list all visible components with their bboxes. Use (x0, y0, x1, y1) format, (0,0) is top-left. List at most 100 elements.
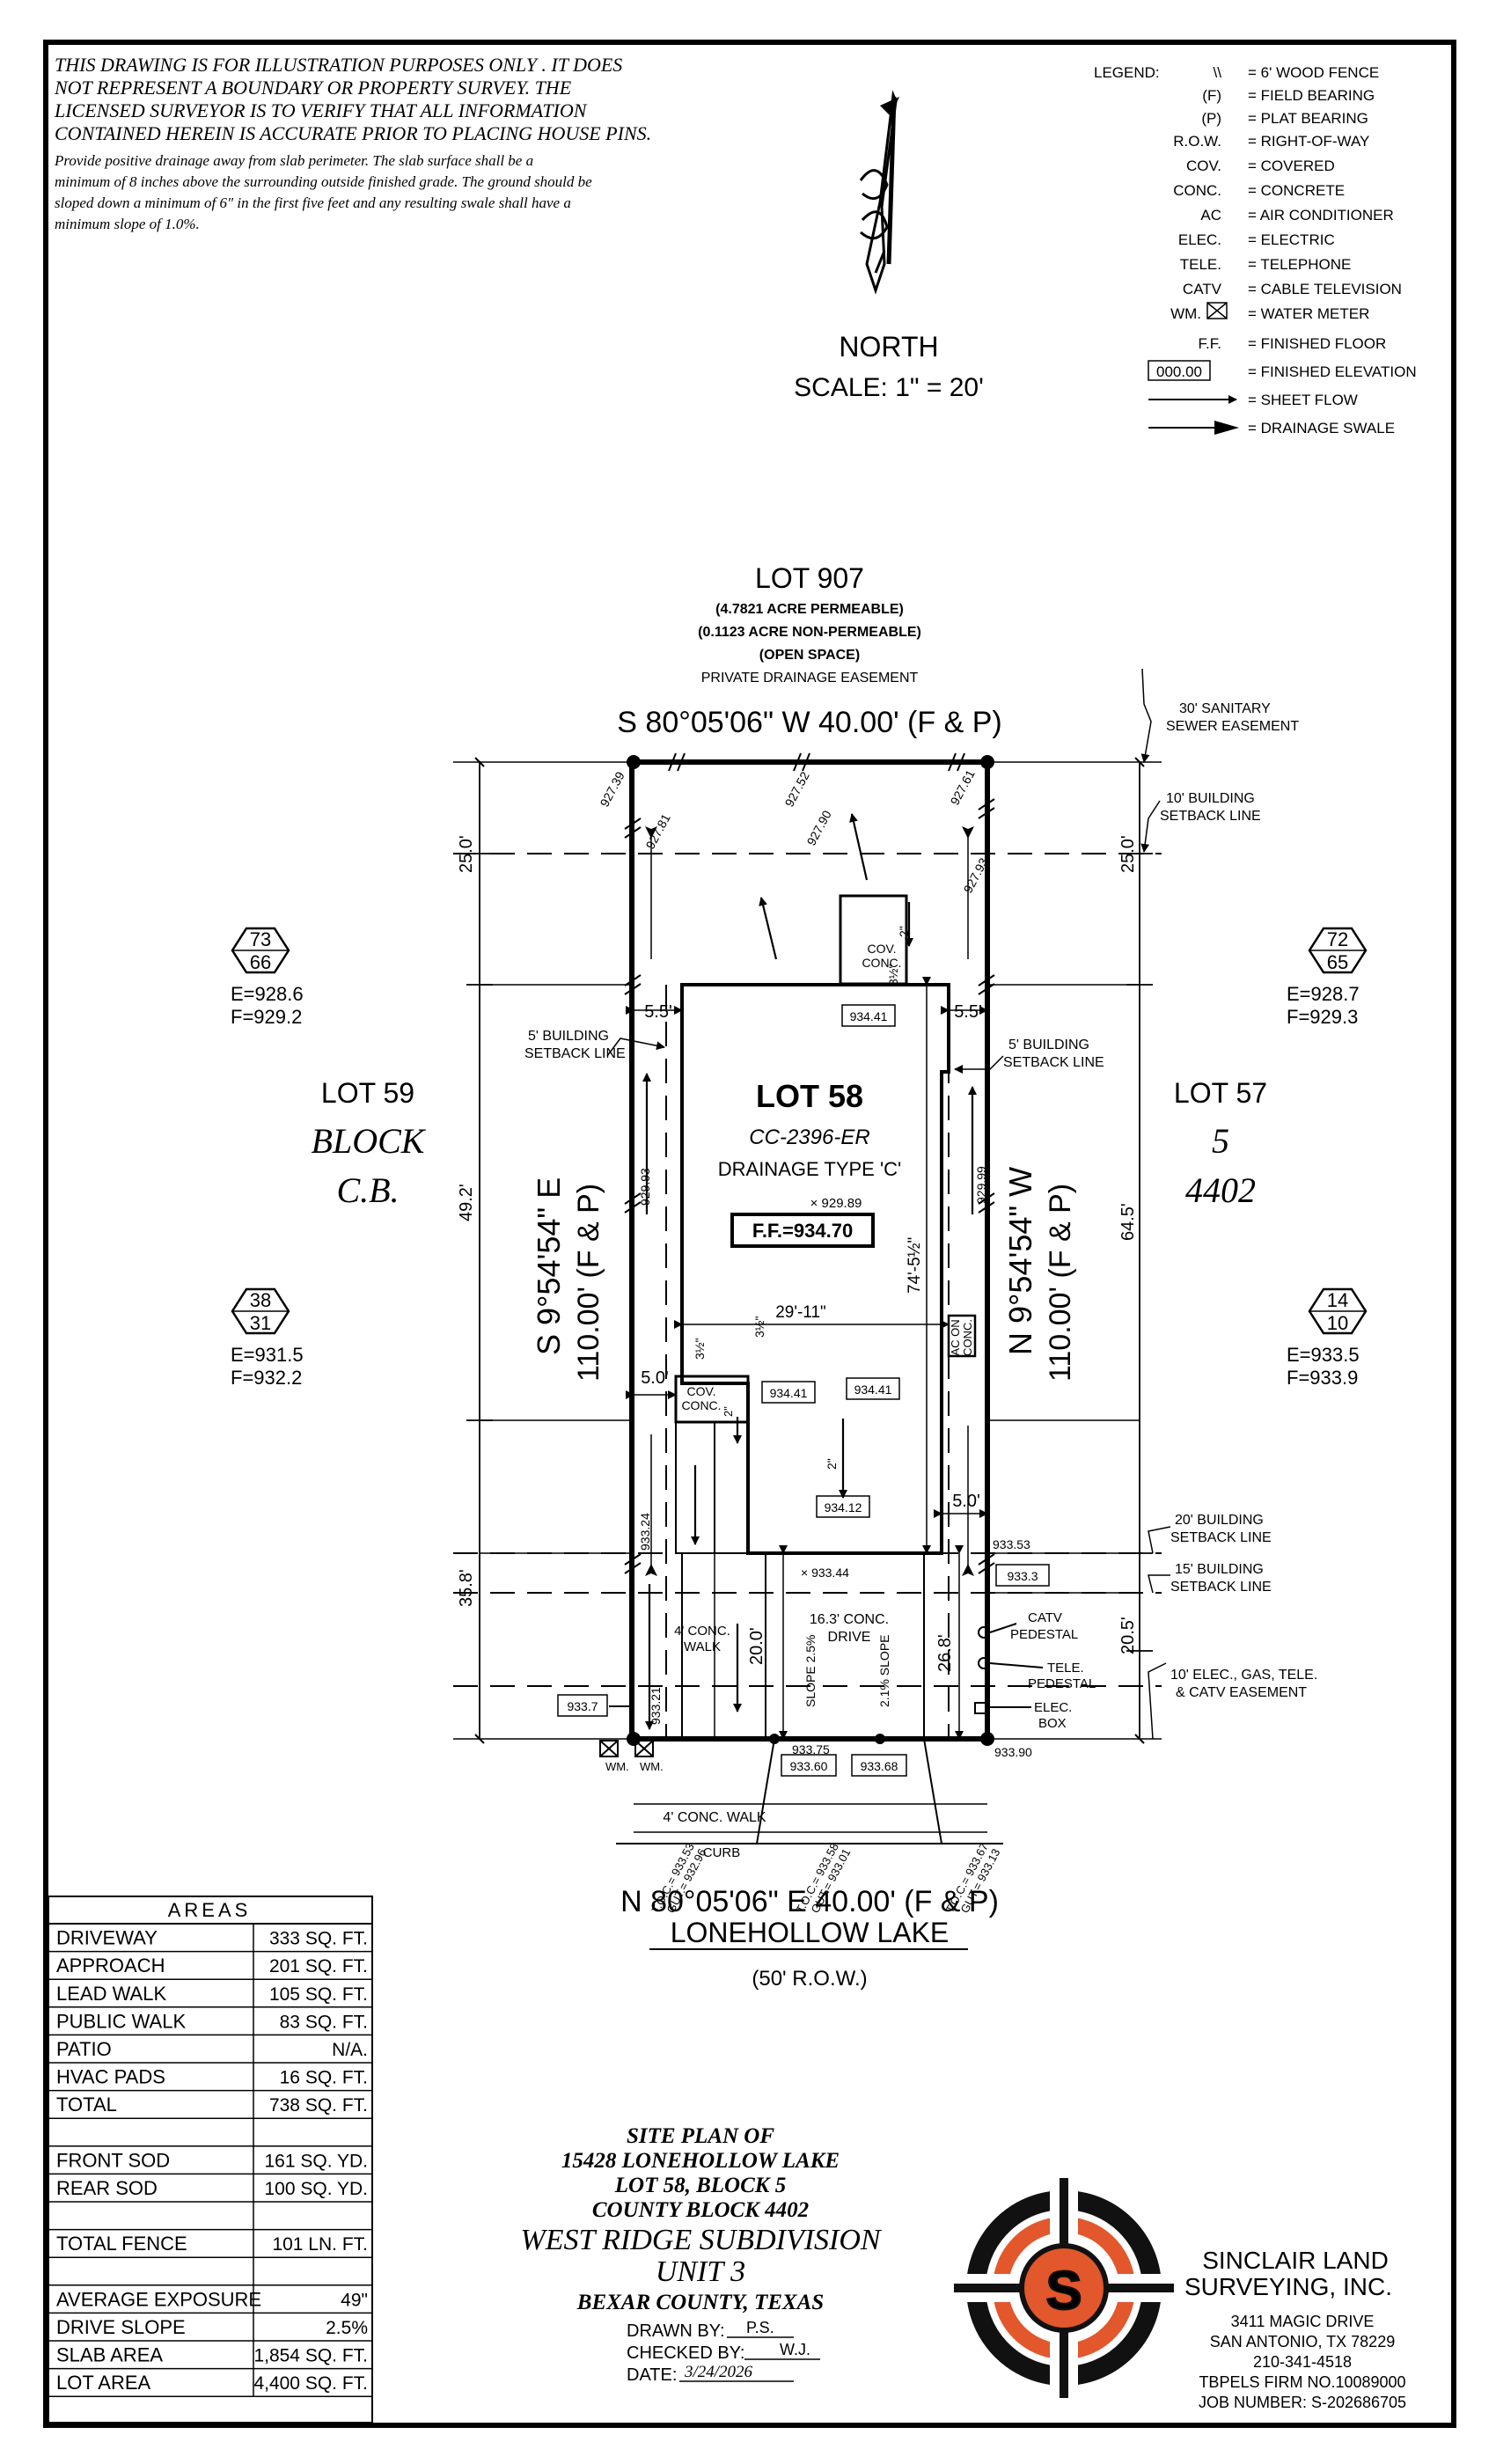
property-corner-pins (627, 755, 994, 1746)
company-logo: S (954, 2178, 1174, 2398)
lot-59-label: LOT 59 (321, 1077, 414, 1109)
areas-row-label: PUBLIC WALK (56, 2010, 186, 2032)
disclaimer-line-1: THIS DRAWING IS FOR ILLUSTRATION PURPOSE… (55, 54, 622, 76)
areas-row-value: N/A. (332, 2040, 368, 2060)
curb-label: CURB (703, 1845, 741, 1860)
hex-br-e: E=933.5 (1287, 1344, 1360, 1366)
legend-row: = DRAINAGE SWALE (1148, 420, 1395, 436)
legend-key: CONC. (1173, 182, 1221, 199)
lot-907-label: LOT 907 (4.7821 ACRE PERMEABLE) (0.1123 … (698, 562, 921, 686)
elev-933-21: 933.21 (649, 1687, 663, 1725)
dim-5-5-right: 5.5' (954, 1002, 982, 1022)
legend-key: \\ (1214, 64, 1222, 81)
areas-row-value: 83 SQ. FT. (280, 2012, 368, 2032)
lot-907-permeable: (4.7821 ACRE PERMEABLE) (715, 602, 904, 617)
tele-pedestal-2: PEDESTAL (1028, 1676, 1096, 1691)
hex-marker-top-left: 73 66 E=928.6 F=929.2 (231, 927, 304, 1028)
areas-row-value: 2.5% (326, 2318, 368, 2338)
legend-row: TELE.= TELEPHONE (1180, 256, 1352, 273)
hex-br-bottom: 10 (1327, 1312, 1348, 1334)
drainage-note-1: Provide positive drainage away from slab… (54, 152, 533, 169)
street-name: LONEHOLLOW LAKE (671, 1917, 950, 1948)
company-firm-number: TBPELS FIRM NO.10089000 (1199, 2373, 1405, 2391)
areas-row-value: 333 SQ. FT. (269, 1929, 368, 1949)
hex-br-top: 14 (1327, 1289, 1348, 1311)
utility-easement-line-1: 10' ELEC., GAS, TELE. (1170, 1668, 1317, 1683)
tele-pedestal-1: TELE. (1047, 1661, 1084, 1676)
boxed-elevations (557, 1004, 1050, 1777)
company-phone: 210-341-4518 (1253, 2353, 1352, 2371)
sanitary-easement-line-2: SEWER EASEMENT (1166, 719, 1299, 734)
hex-tr-bottom: 65 (1327, 951, 1348, 973)
lot-58-drainage-type: DRAINAGE TYPE 'C' (718, 1158, 901, 1180)
areas-row-value: 4,400 SQ. FT. (253, 2373, 368, 2394)
ac-pad-label-1: AC ON (949, 1319, 962, 1355)
areas-row-value: 16 SQ. FT. (280, 2068, 368, 2088)
street-row: (50' R.O.W.) (752, 1967, 867, 1991)
legend-key: CATV (1183, 281, 1222, 297)
legend-key: (F) (1202, 87, 1221, 104)
elev-927-39: 927.39 (598, 769, 627, 810)
elev-933-75: 933.75 (792, 1742, 830, 1756)
cov-conc-left-1: COV. (687, 1384, 716, 1398)
dim-25-left: 25.0' (457, 835, 476, 873)
legend-row: 000.00= FINISHED ELEVATION (1148, 360, 1417, 381)
sheet-flow-arrows (642, 813, 977, 1730)
lot-58-boundary (629, 759, 990, 1742)
dim-3-5-b: 3½" (693, 1338, 707, 1360)
hex-marker-top-right: 72 65 E=928.7 F=929.3 (1287, 927, 1368, 1028)
fence-symbols (624, 752, 995, 1574)
county-block-number: 4402 (1185, 1170, 1256, 1210)
areas-row-label: AVERAGE EXPOSURE (56, 2288, 261, 2310)
legend-value: = COVERED (1248, 158, 1335, 174)
ac-pad-label-2: CONC. (961, 1319, 974, 1356)
legend-title: LEGEND: (1094, 64, 1160, 81)
areas-row (48, 2202, 372, 2231)
elev-929-93: 929.93 (638, 1168, 652, 1206)
water-meter-label-1: WM. (605, 1760, 629, 1773)
drive-slope-left: SLOPE 2.5% (803, 1635, 818, 1708)
county-state: BEXAR COUNTY, TEXAS (576, 2291, 824, 2314)
legend-row: CONC.= CONCRETE (1173, 182, 1345, 199)
dim-49-left: 49.2' (457, 1184, 476, 1221)
drainage-note-4: minimum slope of 1.0%. (55, 216, 200, 232)
drainage-swale-arrows (645, 826, 974, 1576)
legend-value: = ELECTRIC (1248, 231, 1335, 248)
legend-value: = RIGHT-OF-WAY (1248, 133, 1369, 150)
easement-leaders (606, 668, 1171, 1740)
south-boundary-bearing: N 80°05'06" E 40.00' (F & P) (620, 1885, 999, 1918)
date-label: DATE: (627, 2365, 677, 2385)
lot-57-label: LOT 57 (1174, 1077, 1267, 1109)
subdivision-unit: UNIT 3 (656, 2255, 745, 2288)
hex-bl-f: F=932.2 (231, 1367, 302, 1389)
logo-letter: S (1045, 2261, 1082, 2321)
disclaimer-line-4: CONTAINED HEREIN IS ACCURATE PRIOR TO PL… (55, 122, 651, 144)
legend-value: = FIELD BEARING (1248, 87, 1375, 104)
dim-5-0-left: 5.0' (641, 1368, 669, 1388)
legend-value: = TELEPHONE (1248, 256, 1351, 273)
areas-row-label: TOTAL FENCE (56, 2233, 187, 2255)
elev-933-24: 933.24 (638, 1513, 652, 1551)
legend-row: AC= AIR CONDITIONER (1200, 207, 1393, 224)
elev-929-99: 929.99 (974, 1166, 988, 1204)
areas-row: PUBLIC WALK 83 SQ. FT. (48, 2006, 372, 2036)
finished-floor-elevation: F.F.=934.70 (752, 1220, 853, 1242)
slope-2in-b: 2" (825, 1458, 839, 1470)
building-setback-5-left-line-1: 5' BUILDING (528, 1029, 609, 1044)
legend-key: COV. (1186, 158, 1221, 174)
elev-933-44: × 933.44 (801, 1566, 849, 1580)
elev-927-90: 927.90 (804, 808, 834, 848)
hex-br-f: F=933.9 (1287, 1367, 1358, 1389)
company-address-2: SAN ANTONIO, TX 78229 (1210, 2333, 1395, 2350)
west-boundary-bearing: S 9°54'54" E (531, 1177, 567, 1355)
areas-row (48, 2118, 372, 2147)
cov-conc-top-1: COV. (868, 942, 897, 956)
water-meter-icon (599, 1740, 654, 1757)
dim-3-5-c: 3½" (752, 1316, 766, 1338)
building-setback-20-line-2: SETBACK LINE (1170, 1530, 1272, 1545)
